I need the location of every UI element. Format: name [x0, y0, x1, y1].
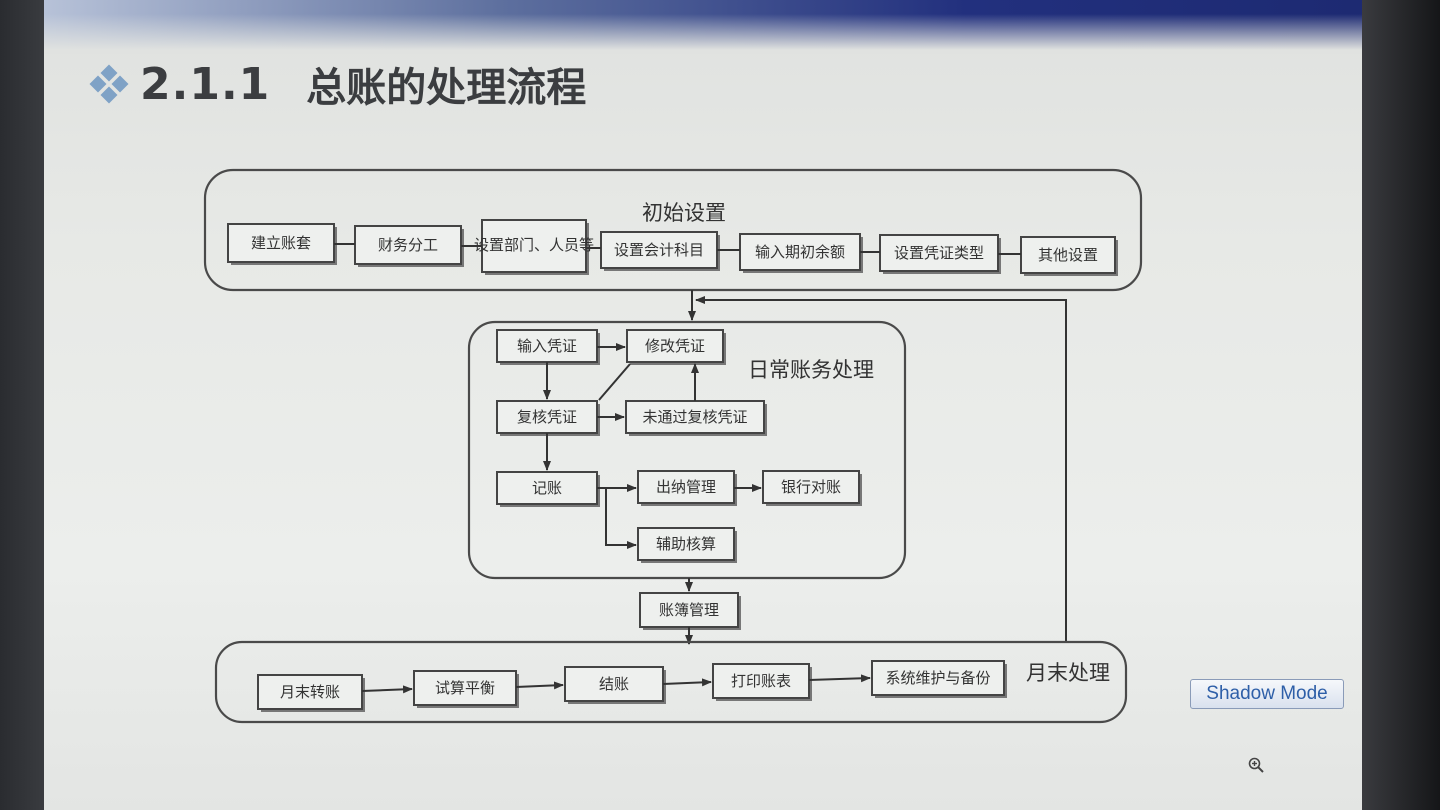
zoom-in-icon[interactable]	[1248, 757, 1264, 773]
ledger-management-step: 账簿管理	[639, 592, 741, 630]
month-end-step: 打印账表	[712, 663, 812, 701]
daily-step: 银行对账	[762, 470, 862, 506]
daily-step-label: 辅助核算	[656, 535, 716, 553]
daily-step: 修改凭证	[626, 329, 726, 365]
month-end-step: 结账	[564, 666, 666, 704]
daily-step: 输入凭证	[496, 329, 600, 365]
daily-step-label: 输入凭证	[517, 337, 577, 355]
initial-step-label: 输入期初余额	[755, 243, 845, 261]
initial-step: 其他设置	[1020, 236, 1118, 276]
daily-step: 出纳管理	[637, 470, 737, 506]
daily-step-label: 修改凭证	[645, 337, 705, 355]
month-end-group	[214, 640, 1128, 724]
daily-processing-label: 日常账务处理	[748, 358, 874, 382]
title-text: 总账的处理流程	[306, 65, 587, 111]
month-end-label: 月末处理	[1026, 661, 1110, 685]
initial-step: 输入期初余额	[739, 233, 863, 273]
screen-bezel-right	[1362, 0, 1440, 810]
flow-arrow	[605, 488, 637, 549]
daily-step-label: 记账	[532, 479, 562, 497]
month-end-step-label: 月末转账	[280, 683, 340, 701]
daily-step: 辅助核算	[637, 527, 737, 563]
screen-bezel-left	[0, 0, 46, 810]
initial-step: 设置凭证类型	[879, 234, 1001, 274]
initial-step-label: 设置凭证类型	[894, 244, 984, 262]
initial-setup-group	[203, 168, 1143, 292]
flow-arrow	[598, 363, 631, 401]
title-number: 2.1.1	[140, 58, 271, 110]
month-end-step-label: 系统维护与备份	[885, 669, 990, 687]
month-end-step: 试算平衡	[413, 670, 519, 708]
initial-step-label: 建立账套	[251, 234, 311, 252]
initial-step-label: 财务分工	[378, 236, 438, 254]
initial-step-label: 设置会计科目	[614, 241, 704, 259]
initial-setup-label: 初始设置	[642, 201, 726, 225]
initial-step-label: 设置部门、人员等	[474, 236, 594, 254]
daily-step-label: 出纳管理	[656, 478, 716, 496]
initial-step: 设置部门、人员等	[474, 219, 594, 275]
flow-arrow	[662, 678, 712, 687]
daily-step: 记账	[496, 471, 600, 507]
month-end-step: 系统维护与备份	[871, 660, 1007, 698]
header-fade	[44, 14, 1362, 54]
initial-step: 设置会计科目	[600, 231, 720, 271]
month-end-step-label: 试算平衡	[435, 679, 495, 697]
month-end-step-label: 打印账表	[731, 672, 791, 690]
slide-title: 2.1.1 总账的处理流程	[89, 56, 587, 112]
flow-arrow	[808, 674, 871, 683]
daily-step-label: 复核凭证	[517, 408, 577, 426]
initial-step-label: 其他设置	[1038, 246, 1098, 264]
feedback-loop-arrow	[695, 296, 1067, 642]
daily-processing-group	[467, 320, 907, 580]
daily-step: 复核凭证	[496, 400, 600, 436]
daily-step: 未通过复核凭证	[625, 400, 767, 436]
daily-step-label: 银行对账	[781, 478, 841, 496]
initial-step: 建立账套	[227, 223, 337, 265]
flow-arrow	[361, 685, 413, 694]
flow-arrow	[515, 681, 564, 690]
shadow-mode-button[interactable]: Shadow Mode	[1190, 679, 1344, 709]
month-end-step: 月末转账	[257, 674, 365, 712]
month-end-step-label: 结账	[599, 675, 629, 693]
daily-step-label: 未通过复核凭证	[642, 408, 747, 426]
ledger-management-label: 账簿管理	[659, 601, 719, 619]
initial-step: 财务分工	[354, 225, 464, 267]
